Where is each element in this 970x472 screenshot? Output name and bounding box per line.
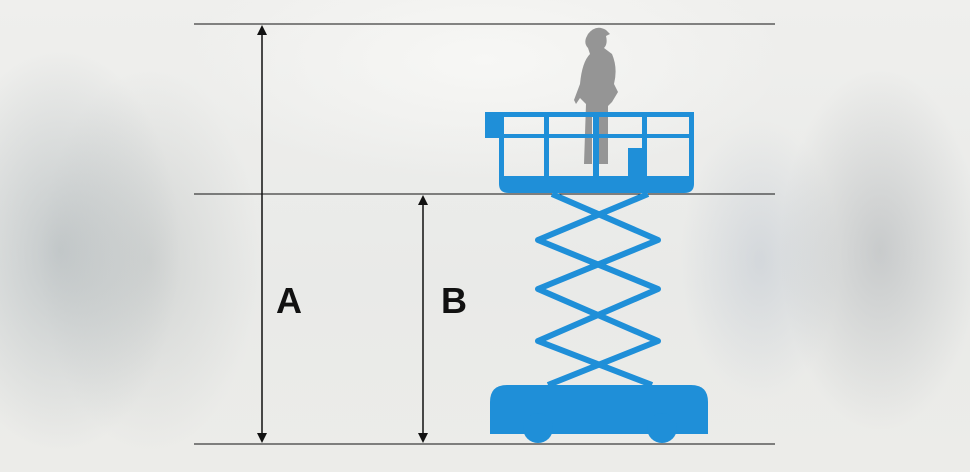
lift-base bbox=[490, 385, 708, 443]
wheel bbox=[647, 413, 677, 443]
lift-platform bbox=[485, 112, 694, 193]
wheel bbox=[523, 413, 553, 443]
worker-silhouette bbox=[574, 27, 618, 164]
scissor-mechanism bbox=[535, 191, 661, 388]
dimension-label-a: A bbox=[276, 280, 302, 321]
dimension-label-b: B bbox=[441, 280, 467, 321]
